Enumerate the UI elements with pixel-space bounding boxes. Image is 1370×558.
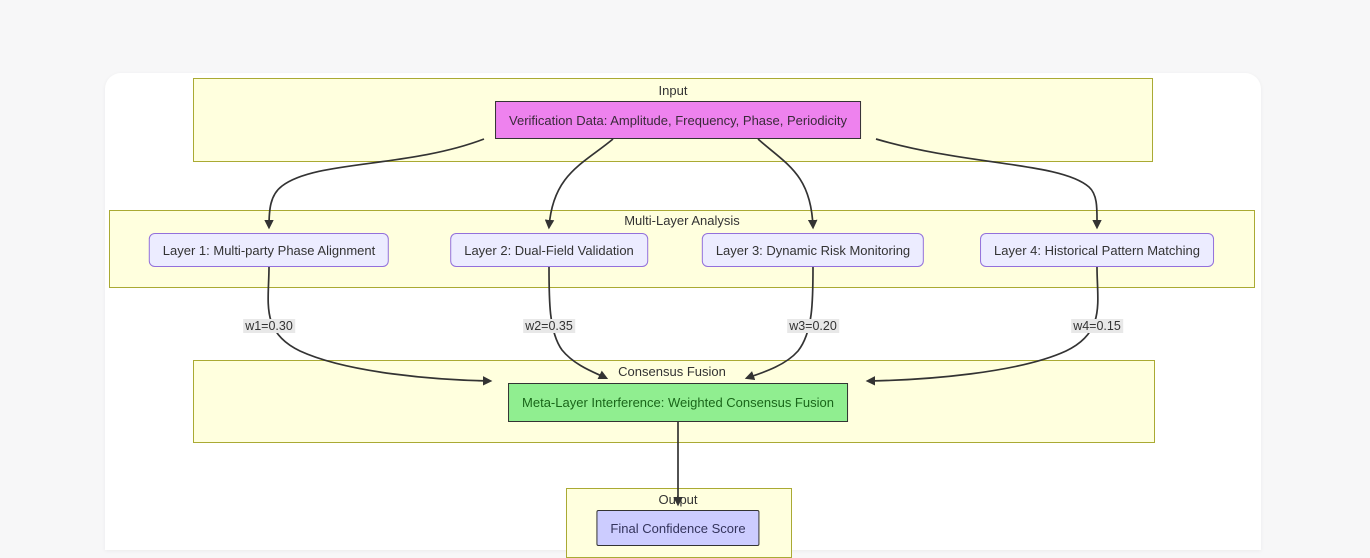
edge-label-w1: w1=0.30 [243,319,295,333]
edge-label-w4: w4=0.15 [1071,319,1123,333]
edge-label-w3: w3=0.20 [787,319,839,333]
cluster-output-title: Output [658,492,698,507]
node-final-score: Final Confidence Score [596,510,760,546]
cluster-multi-layer-analysis-title: Multi-Layer Analysis [624,213,740,228]
cluster-input-title: Input [658,83,688,98]
node-layer-2: Layer 2: Dual-Field Validation [450,233,648,267]
cluster-consensus-fusion-title: Consensus Fusion [618,364,726,379]
node-layer-3: Layer 3: Dynamic Risk Monitoring [701,233,925,267]
node-verification-data: Verification Data: Amplitude, Frequency,… [495,101,861,139]
edge-label-w2: w2=0.35 [523,319,575,333]
node-layer-4: Layer 4: Historical Pattern Matching [980,233,1214,267]
node-layer-1: Layer 1: Multi-party Phase Alignment [148,233,390,267]
node-meta-fusion: Meta-Layer Interference: Weighted Consen… [508,383,848,422]
